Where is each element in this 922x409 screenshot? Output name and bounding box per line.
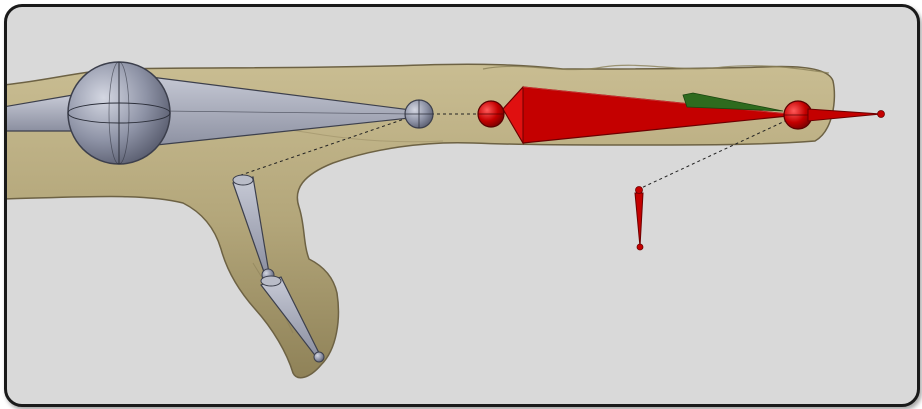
fingertip-bone[interactable] xyxy=(808,109,885,121)
ik-target-bone[interactable] xyxy=(635,187,643,251)
finger-base-joint[interactable] xyxy=(478,101,504,127)
wrist-joint[interactable] xyxy=(68,62,170,164)
3d-viewport[interactable] xyxy=(4,4,920,407)
viewport-canvas[interactable] xyxy=(4,4,920,407)
knuckle-joint[interactable] xyxy=(405,100,433,128)
thumb-tip-joint[interactable] xyxy=(314,352,324,362)
